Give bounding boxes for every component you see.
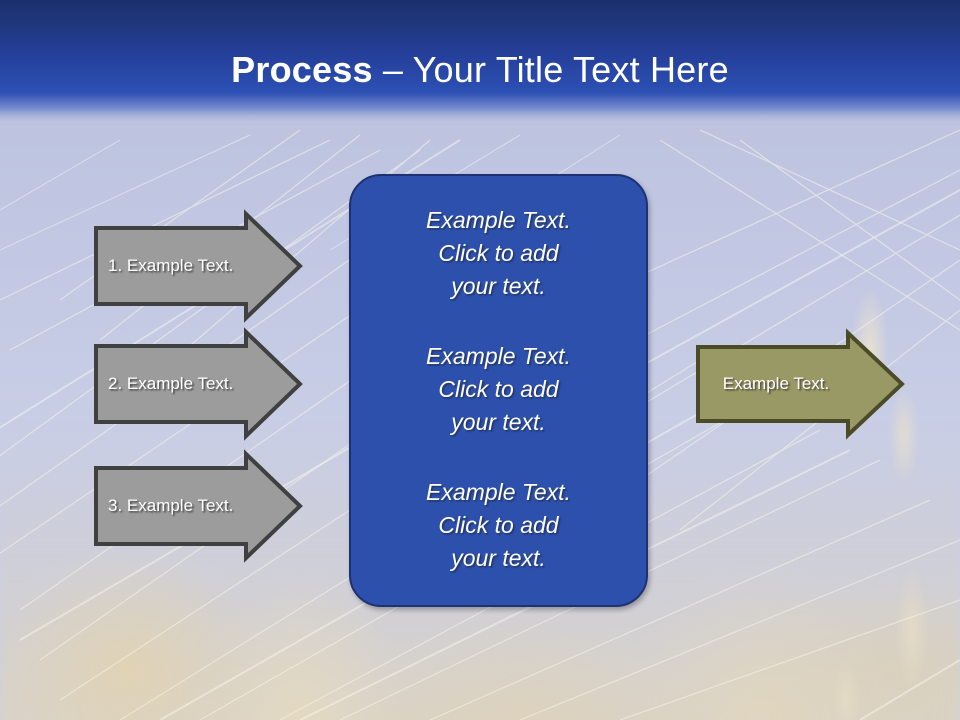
process-step-arrow-3[interactable]: 3. Example Text. [94,449,303,563]
process-step-arrow-1[interactable]: 1. Example Text. [94,209,303,323]
paragraph-spacer [377,303,620,340]
page-title: Process – Your Title Text Here [0,49,960,91]
process-step-arrow-2[interactable]: 2. Example Text. [94,327,303,441]
page-title-emphasis: Process [231,49,373,90]
center-paragraph-1: Example Text. Click to add your text. [426,207,571,299]
paragraph-spacer [377,439,620,476]
center-paragraph-3: Example Text. Click to add your text. [426,479,571,571]
background-wheat-ear [800,200,950,720]
center-content-panel-body: Example Text. Click to add your text. Ex… [377,204,620,575]
page-title-rest: – Your Title Text Here [372,49,729,90]
title-bar: Process – Your Title Text Here [0,0,960,122]
center-paragraph-2: Example Text. Click to add your text. [426,343,571,435]
process-output-arrow[interactable]: Example Text. [696,328,905,440]
center-content-panel[interactable]: Example Text. Click to add your text. Ex… [349,174,648,607]
